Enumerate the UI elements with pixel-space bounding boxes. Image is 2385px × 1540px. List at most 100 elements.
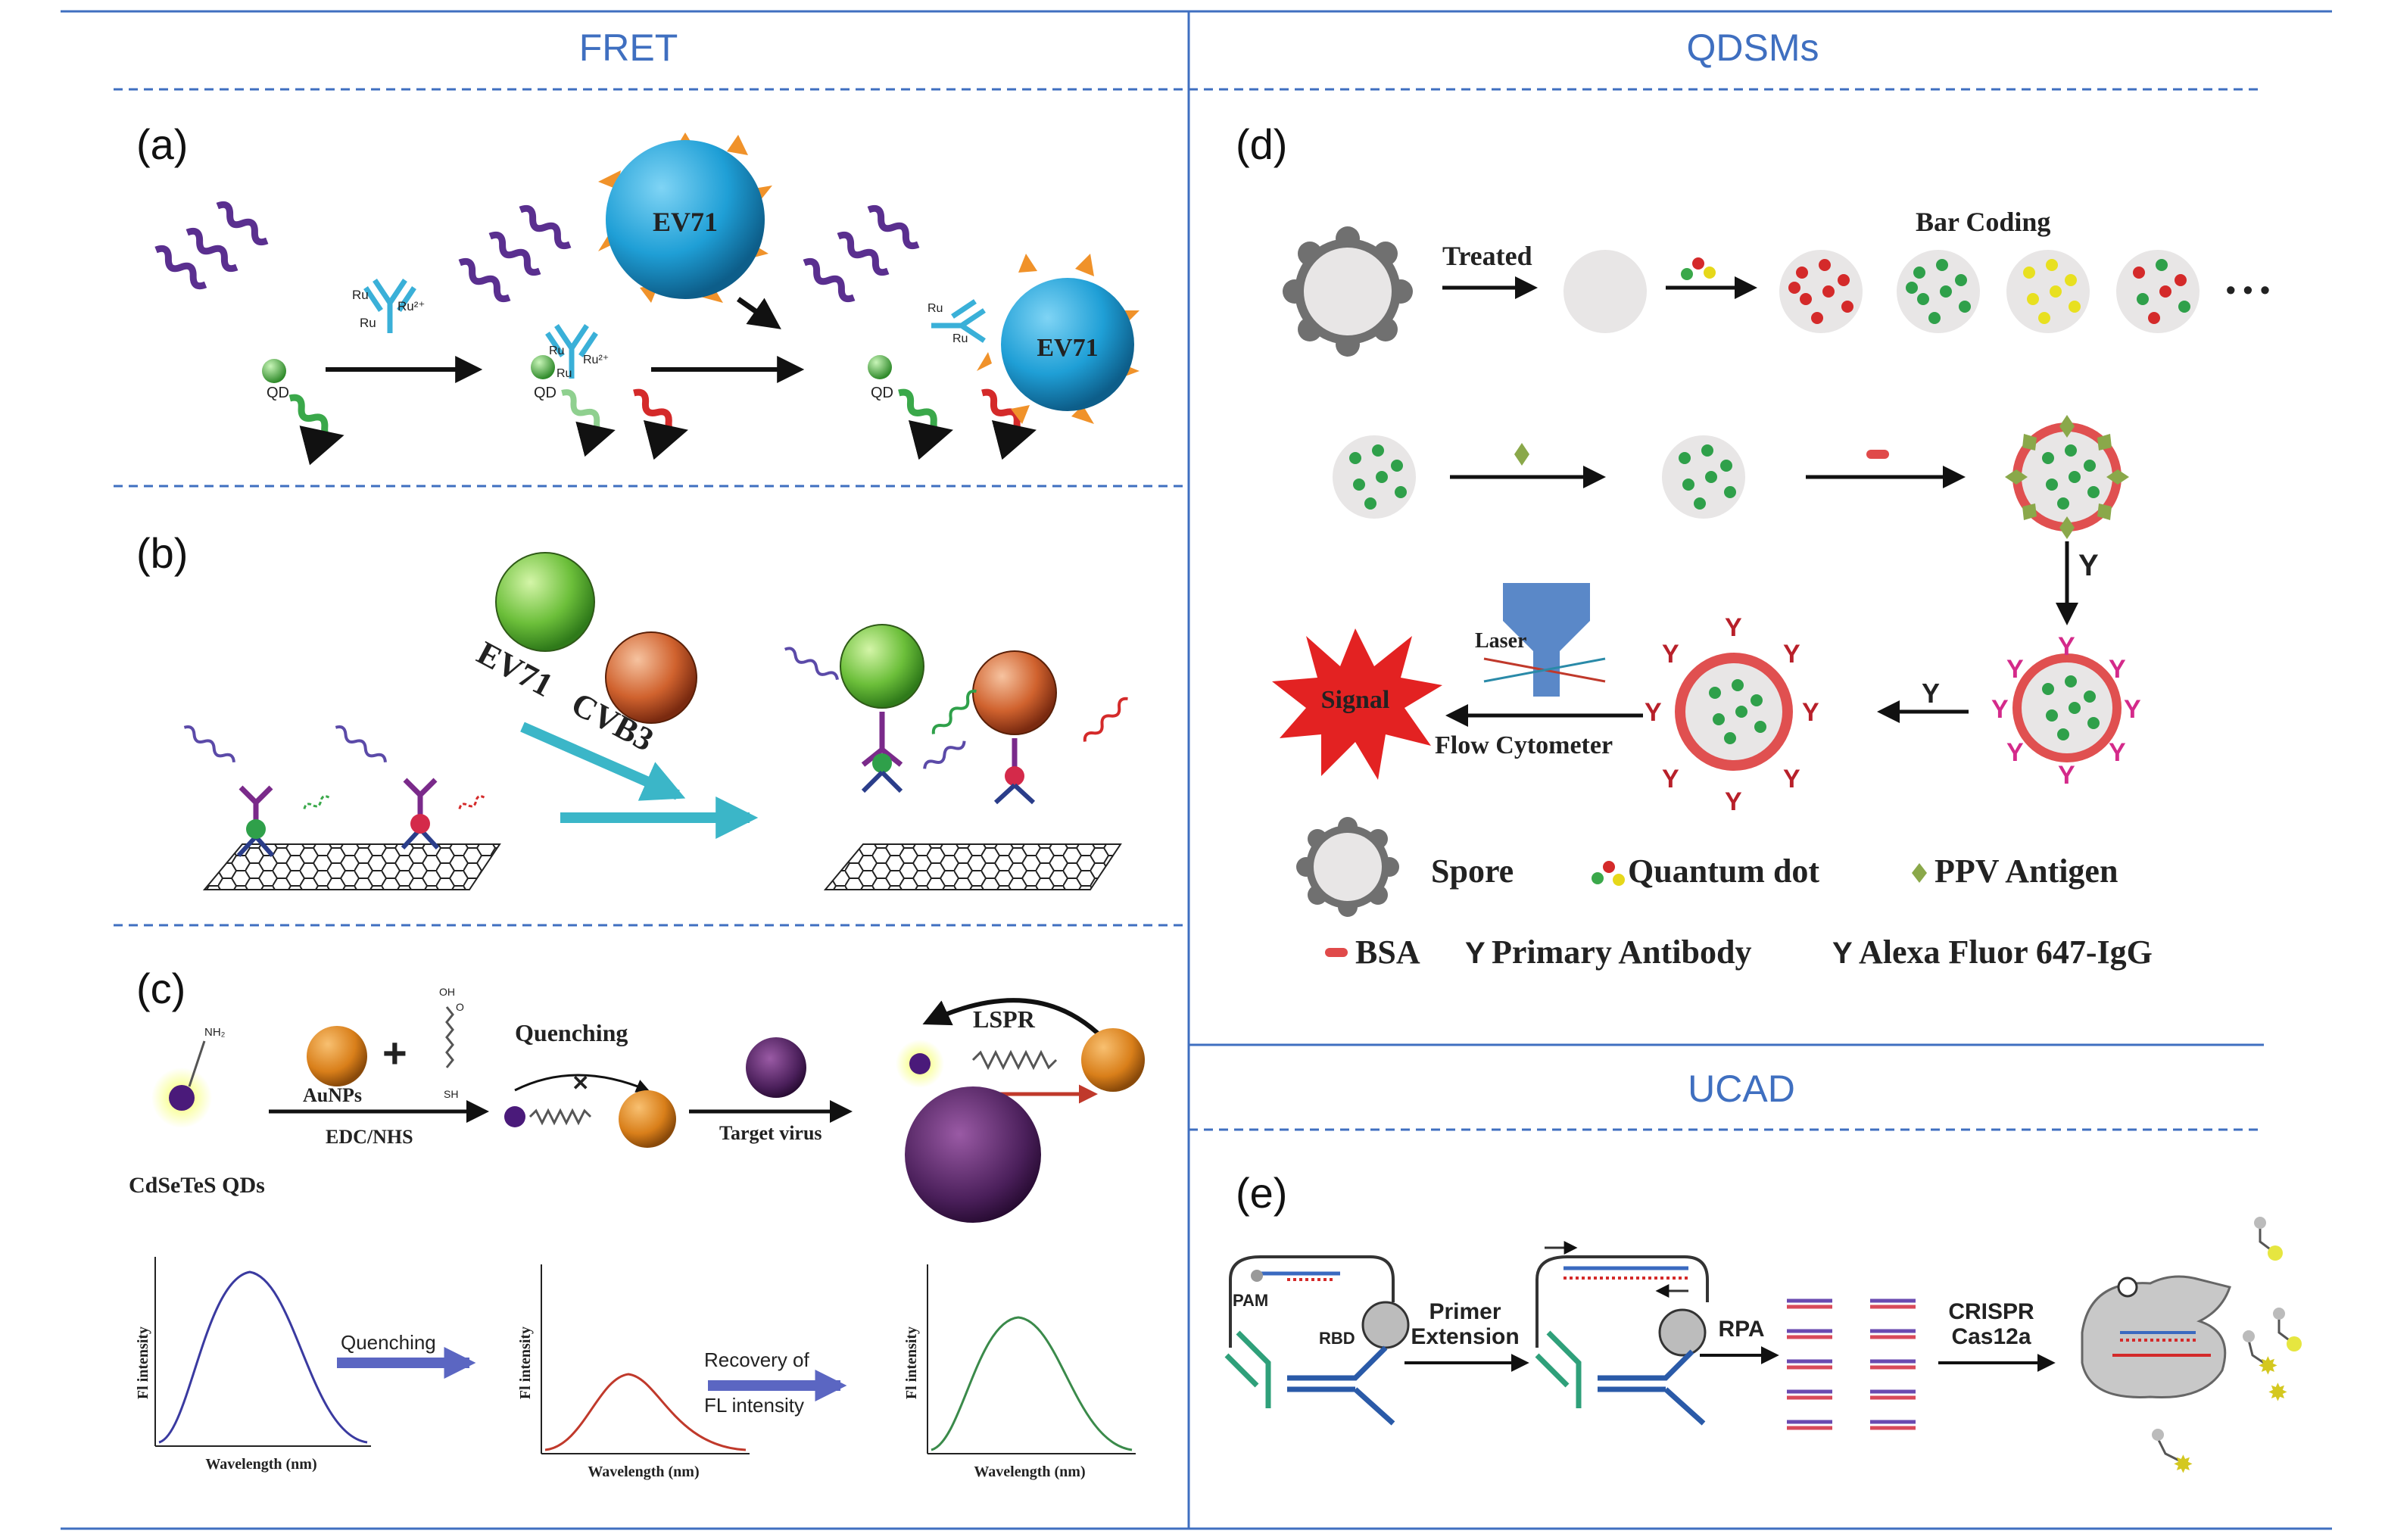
- virus-label: EV71: [653, 207, 718, 237]
- virus-label: EV71: [1037, 334, 1098, 362]
- legend-bsa: BSA: [1355, 934, 1420, 971]
- primer-extension-line-1: Primer: [1429, 1299, 1501, 1324]
- binding-arrow: [736, 297, 781, 329]
- lspr-arrow: [922, 998, 1111, 1047]
- nh2-label: NH₂: [204, 1026, 226, 1039]
- linker: [188, 1040, 206, 1087]
- legend-quantum-dot: Quantum dot: [1628, 853, 1819, 890]
- antibody-probe-red: [401, 778, 440, 850]
- svg-text:Y: Y: [1645, 698, 1662, 727]
- aptamer-antibody-complex-1: PAM RBD: [1224, 1255, 1410, 1426]
- primary-antibody-icon: Y: [2078, 549, 2099, 582]
- orange-qd-sphere: [605, 631, 697, 724]
- qd-particle: [262, 359, 286, 383]
- ru-antibody-bound: [545, 324, 598, 379]
- red-emission: [1083, 697, 1128, 742]
- svg-text:Y: Y: [2006, 655, 2024, 684]
- excitation-light: [183, 725, 235, 762]
- qd-mix-icon: [1681, 257, 1716, 280]
- pam-label: PAM: [1233, 1291, 1268, 1310]
- svg-text:Y: Y: [1725, 787, 1742, 816]
- svg-text:Y: Y: [2124, 695, 2141, 724]
- gold-nanoparticle: [1081, 1028, 1145, 1092]
- spore: [1283, 226, 1413, 357]
- red-emission: [981, 388, 1037, 460]
- y-axis-label: Fl intensity: [135, 1326, 151, 1399]
- spectrum-curve: [931, 1316, 1133, 1451]
- energy-transfer-arrow: [514, 1074, 650, 1093]
- laser-label: Laser: [1475, 629, 1526, 653]
- x-axis-label: Wavelength (nm): [588, 1464, 699, 1480]
- green-qd-sphere: [840, 624, 924, 709]
- red-emission: [633, 388, 688, 460]
- bound-probe-green: [861, 712, 903, 793]
- ru-label: Ru: [549, 344, 564, 357]
- weak-green-emission: [561, 389, 616, 457]
- excitation-photons-1: [154, 201, 269, 290]
- secondary-antibody-icon: Y: [1922, 678, 1940, 709]
- green-emission: [898, 388, 953, 460]
- edc-label: EDC/NHS: [326, 1126, 413, 1148]
- crispr-label-line-2: Cas12a: [1951, 1324, 2031, 1349]
- panel-c: (c) NH₂ CdSeTeS QDs + OH O SH AuNPs EDC/…: [129, 965, 1145, 1480]
- svg-text:Y: Y: [2006, 738, 2024, 767]
- signal-burst: Signal: [1272, 628, 1442, 780]
- ru-label: Ru: [360, 316, 376, 330]
- qd-particle: [531, 355, 555, 379]
- ev71-virus-bound: EV71: [977, 254, 1140, 424]
- excitation-light: [923, 740, 966, 769]
- svg-text:Y: Y: [2109, 738, 2126, 767]
- svg-text:Y: Y: [1662, 765, 1679, 793]
- legend-alexa-icon: Y: [1832, 937, 1853, 970]
- legend-primary-antibody: Primary Antibody: [1492, 934, 1751, 971]
- panel-label-e: (e): [1236, 1169, 1287, 1217]
- legend: Spore Quantum dot PPV Antigen BSA Y Prim…: [1296, 817, 2153, 971]
- block-mark: ✕: [572, 1071, 589, 1095]
- weak-green-emission: [303, 795, 330, 809]
- spectrum-curve: [158, 1270, 368, 1444]
- spring-linker: [971, 1049, 1058, 1071]
- panel-label-b: (b): [136, 529, 188, 577]
- excitation-photons-2: [458, 204, 572, 303]
- treated-spore: [1564, 250, 1647, 333]
- svg-text:Y: Y: [1783, 640, 1800, 669]
- svg-text:Y: Y: [1991, 695, 2009, 724]
- svg-text:Y: Y: [1783, 765, 1800, 793]
- frame: [61, 10, 2332, 1530]
- weak-red-emission: [458, 795, 485, 809]
- qd-core: [169, 1085, 195, 1111]
- qd-name: CdSeTeS QDs: [129, 1173, 265, 1198]
- quenching-title: Quenching: [515, 1019, 628, 1046]
- aptamer-antibody-complex-2: [1535, 1241, 1709, 1426]
- virus-particle-small: [746, 1037, 806, 1098]
- svg-text:Y: Y: [2058, 761, 2075, 790]
- legend-primary-icon: Y: [1465, 937, 1486, 970]
- bsa-blocked-spore: [2005, 415, 2129, 539]
- section-title-ucad: UCAD: [1688, 1068, 1795, 1110]
- excitation-photons-3: [803, 204, 920, 303]
- svg-text:✸: ✸: [2258, 1352, 2278, 1379]
- bsa-icon: [1866, 450, 1889, 459]
- legend-alexa: Alexa Fluor 647-IgG: [1859, 934, 2153, 971]
- ev71-virus: EV71: [598, 132, 772, 303]
- target-virus: [905, 1086, 1041, 1223]
- graphene-sheet: [202, 843, 501, 890]
- rpa-label: RPA: [1718, 1317, 1764, 1342]
- graphene-sheet: [823, 843, 1122, 890]
- spectrum-plot-2: Fl intensity Wavelength (nm): [517, 1264, 750, 1480]
- section-title-qdsms: QDSMs: [1687, 26, 1819, 69]
- flow-cytometer-label: Flow Cytometer: [1435, 731, 1613, 759]
- y-axis-label: Fl intensity: [903, 1326, 920, 1399]
- x-axis-label: Wavelength (nm): [205, 1456, 316, 1473]
- recovery-label-1: Recovery of: [704, 1348, 809, 1371]
- rbd-label: RBD: [1319, 1329, 1355, 1348]
- ru-label: Ru: [952, 332, 968, 345]
- x-axis-label: Wavelength (nm): [974, 1464, 1085, 1480]
- lspr-label: LSPR: [973, 1005, 1036, 1033]
- spectrum-plot-3: Fl intensity Wavelength (nm): [903, 1264, 1136, 1480]
- panel-b: (b) EV71 CVB3: [136, 529, 1128, 890]
- crispr-label-line-1: CRISPR: [1948, 1299, 2034, 1324]
- spring-linker: [528, 1108, 592, 1126]
- treated-label: Treated: [1442, 241, 1532, 271]
